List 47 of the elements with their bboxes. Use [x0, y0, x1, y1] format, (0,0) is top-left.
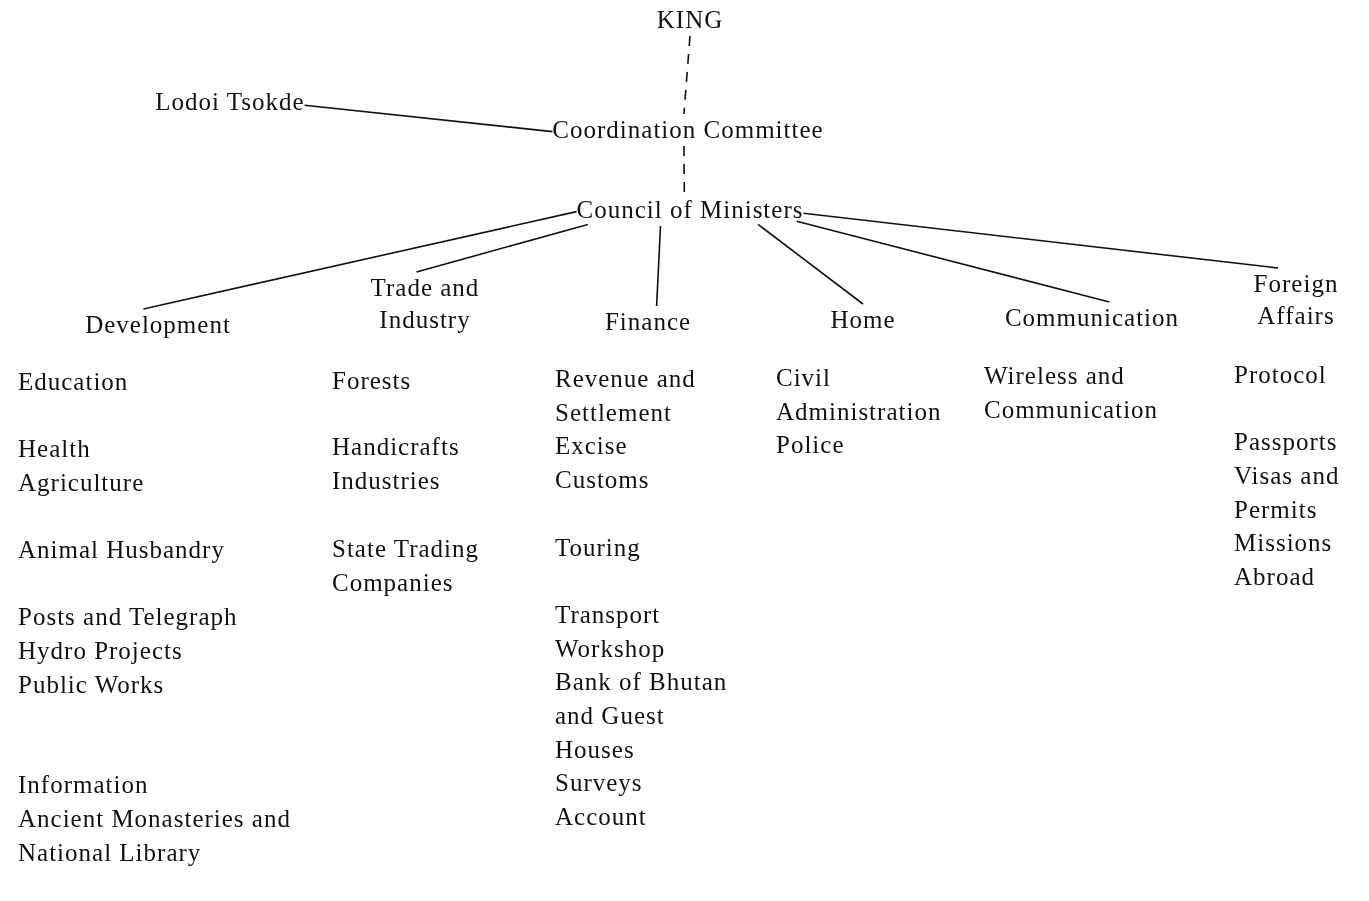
department-label: Industries: [332, 466, 441, 496]
department-label: Passports: [1234, 427, 1338, 457]
department-label: Police: [776, 430, 845, 460]
connector-line: [683, 145, 686, 195]
department-label: Civil Administration: [776, 363, 943, 427]
connector-line: [303, 104, 554, 133]
department-label: Revenue and Settlement: [555, 364, 697, 428]
connector-line: [683, 35, 691, 115]
department-label: Visas and Permits: [1234, 461, 1341, 525]
department-label: Touring: [555, 533, 641, 563]
department-label: State Trading Companies: [332, 534, 481, 598]
node-text: Foreign Affairs: [1236, 268, 1356, 332]
connector-line: [415, 223, 589, 273]
node-text: Development: [85, 309, 231, 341]
department-label: Animal Husbandry: [18, 535, 225, 565]
department-label: Posts and Telegraph: [18, 602, 238, 632]
department-label: Wireless and Communication: [984, 361, 1160, 425]
department-label: Health: [18, 434, 91, 464]
department-label: Excise: [555, 431, 628, 461]
department-label: Bank of Bhutan and Guest Houses: [555, 667, 729, 765]
connector-line: [757, 223, 864, 305]
connector-line: [802, 212, 1279, 269]
node-text: Coordination Committee: [552, 114, 824, 146]
department-label: Forests: [332, 366, 412, 396]
department-label: Missions Abroad: [1234, 528, 1334, 592]
department-label: Public Works: [18, 670, 165, 700]
node-text: Communication: [1004, 302, 1180, 334]
department-label: Transport Workshop: [555, 600, 667, 664]
node-text: Council of Ministers: [576, 194, 804, 226]
node-text: Finance: [604, 306, 692, 338]
department-label: Education: [18, 367, 129, 397]
connector-line: [795, 220, 1111, 303]
node-text: Trade and Industry: [340, 272, 510, 336]
department-label: Ancient Monasteries and National Library: [18, 804, 292, 868]
department-label: Account: [555, 802, 647, 832]
node-text: Home: [830, 304, 896, 336]
department-label: Handicrafts: [332, 432, 460, 462]
department-label: Surveys: [555, 768, 643, 798]
node-text: Lodoi Tsokde: [155, 86, 305, 118]
department-label: Information: [18, 770, 149, 800]
department-label: Protocol: [1234, 360, 1327, 390]
connector-line: [655, 225, 662, 307]
department-label: Agriculture: [18, 468, 145, 498]
department-label: Hydro Projects: [18, 636, 183, 666]
department-label: Customs: [555, 465, 650, 495]
connector-line: [142, 210, 578, 310]
node-text: KING: [656, 4, 724, 36]
